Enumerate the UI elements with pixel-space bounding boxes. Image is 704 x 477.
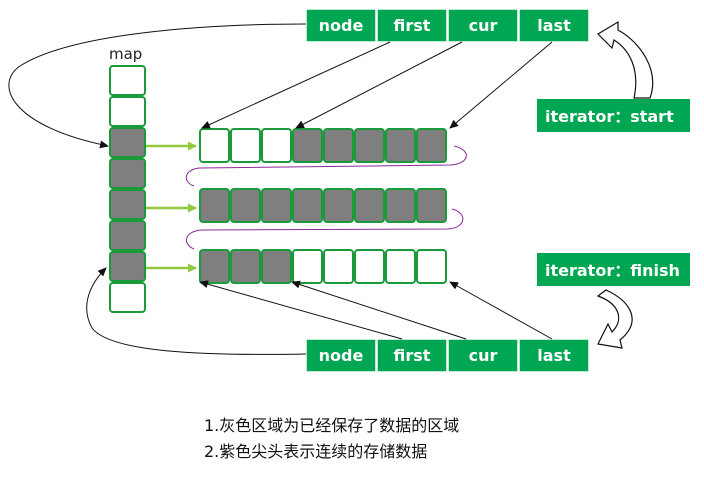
buffer-cell [385, 188, 416, 223]
start-field-label: cur [469, 16, 498, 35]
start-cur-arrow [295, 41, 463, 129]
start-pointer-arrows [8, 23, 553, 149]
map-cell [109, 127, 146, 158]
iterator-curved-arrows [596, 20, 654, 349]
finish-first-arrow [199, 280, 403, 340]
start-field-cur [447, 8, 519, 43]
map-cell [109, 65, 146, 96]
buffer-cell [292, 249, 323, 284]
finish-pointer-arrows [86, 267, 553, 355]
map-cell [109, 189, 146, 220]
finish-field-cur [447, 338, 519, 373]
finish-field-label: first [394, 346, 431, 365]
finish-cur-arrow [291, 280, 467, 340]
map-to-buffer-arrows [146, 141, 197, 273]
finish-field-last [518, 338, 590, 373]
buffer-cell [323, 128, 354, 163]
buffer-cell [292, 128, 323, 163]
buffer-cell [416, 128, 447, 163]
buffer-cell [230, 188, 261, 223]
purple-curve-2 [186, 208, 464, 250]
map-cell [109, 251, 146, 282]
buffer-cell [261, 188, 292, 223]
finish-field-label: cur [469, 346, 498, 365]
note-2: 2.紫色尖头表示连续的存储数据 [204, 442, 428, 461]
buffer-cell [323, 188, 354, 223]
purple-curve-1 [185, 145, 467, 187]
buffers [199, 128, 447, 284]
start-field-last [518, 8, 590, 43]
iterator-start-fields: node first cur last [305, 8, 590, 43]
note-1: 1.灰色区域为已经保存了数据的区域 [204, 416, 460, 435]
start-field-node [305, 8, 377, 43]
finish-last-arrow [449, 281, 553, 340]
start-field-label: node [319, 16, 364, 35]
start-curved-arrow [597, 20, 654, 99]
buffer-cell [199, 128, 230, 163]
finish-field-node [305, 338, 377, 373]
start-first-arrow [201, 41, 391, 129]
start-field-label: last [537, 16, 571, 35]
buffer-cell [261, 128, 292, 163]
buffer-cell [354, 128, 385, 163]
buffer-cell [199, 249, 230, 284]
buffer-cell [385, 249, 416, 284]
iterator-start-label: iterator：start [545, 107, 674, 126]
map-cell [109, 96, 146, 127]
iterator-start-box: iterator：start [537, 99, 690, 132]
buffer-cell [323, 249, 354, 284]
finish-field-first [376, 338, 448, 373]
buffer-cell [416, 188, 447, 223]
finish-curved-arrow [596, 289, 633, 349]
iterator-finish-label: iterator：finish [545, 261, 680, 280]
map-array [109, 65, 146, 313]
buffer-cell [230, 249, 261, 284]
buffer-cell [199, 188, 230, 223]
iterator-finish-fields: node first cur last [305, 338, 590, 373]
map-label: map [109, 45, 142, 63]
start-last-arrow [449, 41, 553, 129]
buffer-cell [261, 249, 292, 284]
buffer-cell [354, 188, 385, 223]
buffer-cell [230, 128, 261, 163]
map-cell [109, 220, 146, 251]
map-cell [109, 282, 146, 313]
finish-field-label: last [537, 346, 571, 365]
buffer-cell [385, 128, 416, 163]
buffer-cell [292, 188, 323, 223]
start-field-first [376, 8, 448, 43]
finish-field-label: node [319, 346, 364, 365]
start-field-label: first [394, 16, 431, 35]
iterator-finish-box: iterator：finish [537, 253, 690, 286]
map-cell [109, 158, 146, 189]
buffer-cell [416, 249, 447, 284]
start-node-arrow [8, 23, 307, 149]
purple-continuation-arrows [185, 145, 467, 250]
finish-node-arrow [86, 267, 307, 355]
buffer-cell [354, 249, 385, 284]
